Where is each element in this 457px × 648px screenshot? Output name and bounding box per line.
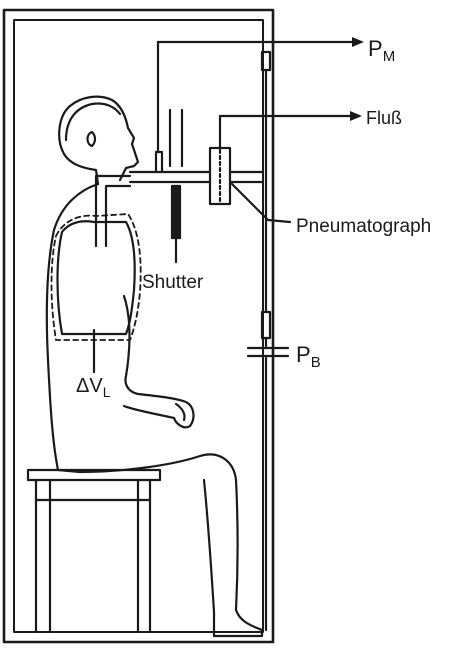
label-pneumatograph: Pneumatograph <box>296 216 431 237</box>
arrow-flow-icon <box>350 111 362 121</box>
pneumatograph <box>210 148 262 204</box>
flow-line <box>220 116 350 148</box>
label-delta-v: ΔVL <box>76 375 111 400</box>
person-hand <box>176 404 185 420</box>
mouth-pressure-line <box>156 42 352 172</box>
label-flow: Fluß <box>366 108 402 128</box>
stool <box>28 470 160 632</box>
trachea <box>96 176 130 246</box>
person-head <box>59 97 138 184</box>
person-ear <box>88 132 96 146</box>
label-p-m: PM <box>368 36 395 65</box>
label-shutter: Shutter <box>142 272 204 293</box>
airway-tube <box>130 172 210 182</box>
shutter <box>170 110 182 262</box>
box-pressure-line <box>248 52 288 630</box>
label-p-b: PB <box>296 342 321 371</box>
arrow-p-m-icon <box>352 37 364 47</box>
person-body <box>47 184 262 636</box>
person-arm <box>124 296 193 427</box>
pneumatograph-leader <box>232 184 290 222</box>
